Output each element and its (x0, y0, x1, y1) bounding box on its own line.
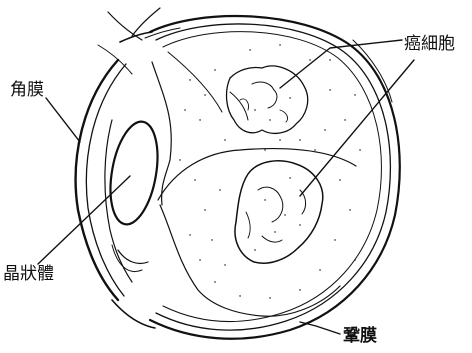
label-lens: 晶狀體 (3, 264, 54, 284)
label-sclera: 鞏膜 (343, 326, 377, 346)
leader-line-cornea (46, 98, 80, 142)
lens-outline (103, 118, 164, 228)
leader-line-sclera (300, 322, 340, 334)
vitreous-boundary (152, 52, 356, 316)
label-cancer-cells: 癌細胞 (404, 34, 455, 54)
leader-lines (38, 40, 414, 334)
outer-tissue-lines (98, 8, 180, 74)
tumor-lower (235, 161, 323, 263)
label-cornea: 角膜 (10, 80, 44, 100)
stipple-texture (180, 45, 360, 298)
